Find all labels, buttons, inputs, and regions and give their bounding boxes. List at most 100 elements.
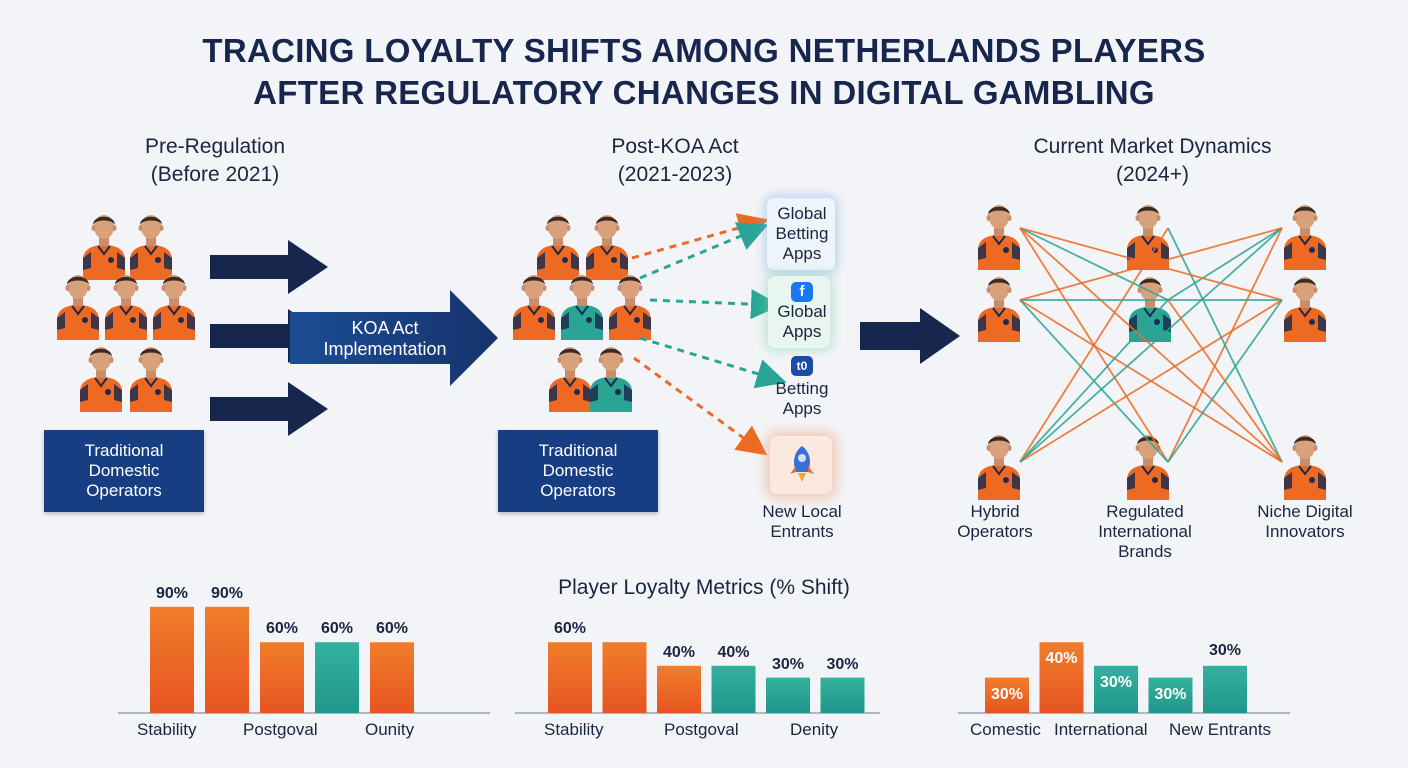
player-avatar — [545, 340, 595, 412]
chart-bar — [820, 677, 865, 713]
dest-0-line2: Betting — [775, 224, 829, 243]
network-link — [1019, 227, 1169, 301]
cat-0-line1: Hybrid — [970, 502, 1020, 521]
post-operators-box: Traditional Domestic Operators — [498, 430, 658, 512]
post-operators-line3: Operators — [540, 481, 616, 500]
player-avatar — [101, 268, 151, 340]
bar-value-label: 30% — [1099, 673, 1133, 691]
player-avatar — [126, 340, 176, 412]
koa-label: KOA Act Implementation — [300, 318, 470, 360]
bar-value-label: 60% — [375, 620, 409, 638]
chart-bar — [657, 665, 701, 713]
bar-value-label: 30% — [990, 685, 1024, 703]
chart-x-label: New Entrants — [1169, 720, 1272, 739]
bar-value-label: 40% — [717, 643, 750, 661]
network-link — [1167, 227, 1283, 301]
section-post-line2: (2021-2023) — [617, 163, 733, 186]
post-operators-line1: Traditional — [538, 441, 618, 460]
section-pre-regulation: Pre-Regulation (Before 2021) — [95, 133, 335, 189]
network-link — [1019, 227, 1283, 301]
bar-value-label: 30% — [826, 655, 859, 673]
flow-arrow-teal-3 — [639, 336, 787, 389]
bar-value-label: 30% — [1154, 685, 1187, 703]
arrow-right-icon — [210, 240, 328, 294]
chart-bar — [1039, 642, 1084, 713]
chart-bar — [1094, 665, 1138, 713]
chart-bar — [985, 677, 1029, 713]
chart-bar — [260, 642, 304, 713]
chart-bar — [1203, 665, 1247, 713]
koa-label-line2: Implementation — [323, 339, 447, 359]
dest-new-local-entrants[interactable]: New Local Entrants — [742, 502, 862, 542]
cat-1-line1: Regulated — [1106, 502, 1184, 521]
player-avatar — [557, 268, 607, 340]
player-avatar — [974, 270, 1024, 342]
dest-3-line2: Entrants — [770, 522, 834, 541]
cat-2-line2: Innovators — [1265, 522, 1345, 541]
pre-operators-box: Traditional Domestic Operators — [44, 430, 204, 512]
dest-1-line2: Apps — [782, 322, 822, 341]
bar-value-label: 30% — [1208, 641, 1242, 659]
player-avatar — [605, 268, 655, 340]
player-avatar — [586, 340, 636, 412]
dest-global-apps[interactable]: Global Apps — [747, 302, 857, 342]
player-avatar — [509, 268, 559, 340]
chart-x-label: Ounity — [365, 720, 415, 739]
chart-bar — [602, 642, 647, 713]
network-link — [1019, 299, 1169, 463]
player-avatar — [1280, 270, 1330, 342]
pre-operators-line1: Traditional — [84, 441, 164, 460]
chart-x-label: Comestic — [970, 720, 1041, 739]
player-avatar — [1125, 270, 1175, 342]
player-avatar — [533, 208, 583, 280]
section-current-line2: (2024+) — [1116, 163, 1189, 186]
page-title: TRACING LOYALTY SHIFTS AMONG NETHERLANDS… — [0, 30, 1408, 114]
bar-value-label: 60% — [265, 620, 299, 638]
player-avatar — [1123, 428, 1173, 500]
bar-value-label: 40% — [662, 643, 696, 661]
cat-1-line3: Brands — [1118, 542, 1172, 561]
arrow-right-icon — [210, 382, 328, 436]
player-avatar — [149, 268, 199, 340]
dest-betting-apps[interactable]: Betting Apps — [747, 379, 857, 419]
chart-x-label: Denity — [790, 720, 839, 739]
title-line-2: AFTER REGULATORY CHANGES IN DIGITAL GAMB… — [253, 74, 1155, 111]
section-post-line1: Post-KOA Act — [611, 135, 739, 158]
chart-bar — [150, 606, 194, 713]
dest-2-line1: Betting — [775, 379, 829, 398]
dest-2-line2: Apps — [782, 399, 822, 418]
cat-1-line2: International — [1098, 522, 1192, 541]
bar-value-label: 40% — [1045, 650, 1078, 668]
chart-bar — [711, 665, 756, 713]
koa-arrow-icon — [290, 290, 498, 386]
section-current-market: Current Market Dynamics (2024+) — [1000, 133, 1305, 189]
player-avatar — [582, 208, 632, 280]
dest-3-line1: New Local — [762, 502, 842, 521]
chart-bar — [315, 642, 359, 713]
t0-app-icon: t0 — [791, 356, 813, 376]
flow-arrow-orange-2 — [633, 356, 768, 456]
cat-0-line2: Operators — [957, 522, 1033, 541]
player-avatar — [79, 208, 129, 280]
network-link — [1019, 227, 1283, 463]
bar-value-label: 60% — [320, 620, 354, 638]
pre-operators-line2: Domestic — [88, 461, 160, 480]
chart-x-label: Postgoval — [243, 720, 318, 739]
chart-x-label: International — [1054, 720, 1148, 739]
global-betting-glow-box — [767, 198, 835, 270]
chart-bar — [370, 642, 414, 713]
dest-global-betting-apps[interactable]: Global Betting Apps — [747, 204, 857, 264]
chart-bar — [205, 606, 249, 713]
chart-x-label: Stability — [137, 720, 197, 739]
section-post-koa: Post-KOA Act (2021-2023) — [555, 133, 795, 189]
player-avatar — [974, 198, 1024, 270]
dest-1-line1: Global — [777, 302, 827, 321]
section-current-line1: Current Market Dynamics — [1033, 135, 1272, 158]
bar-value-label: 90% — [155, 584, 189, 602]
flow-arrow-teal-1 — [639, 222, 769, 280]
dest-0-line3: Apps — [782, 244, 822, 263]
arrow-right-icon — [860, 308, 960, 364]
category-niche-digital: Niche Digital Innovators — [1240, 502, 1370, 542]
